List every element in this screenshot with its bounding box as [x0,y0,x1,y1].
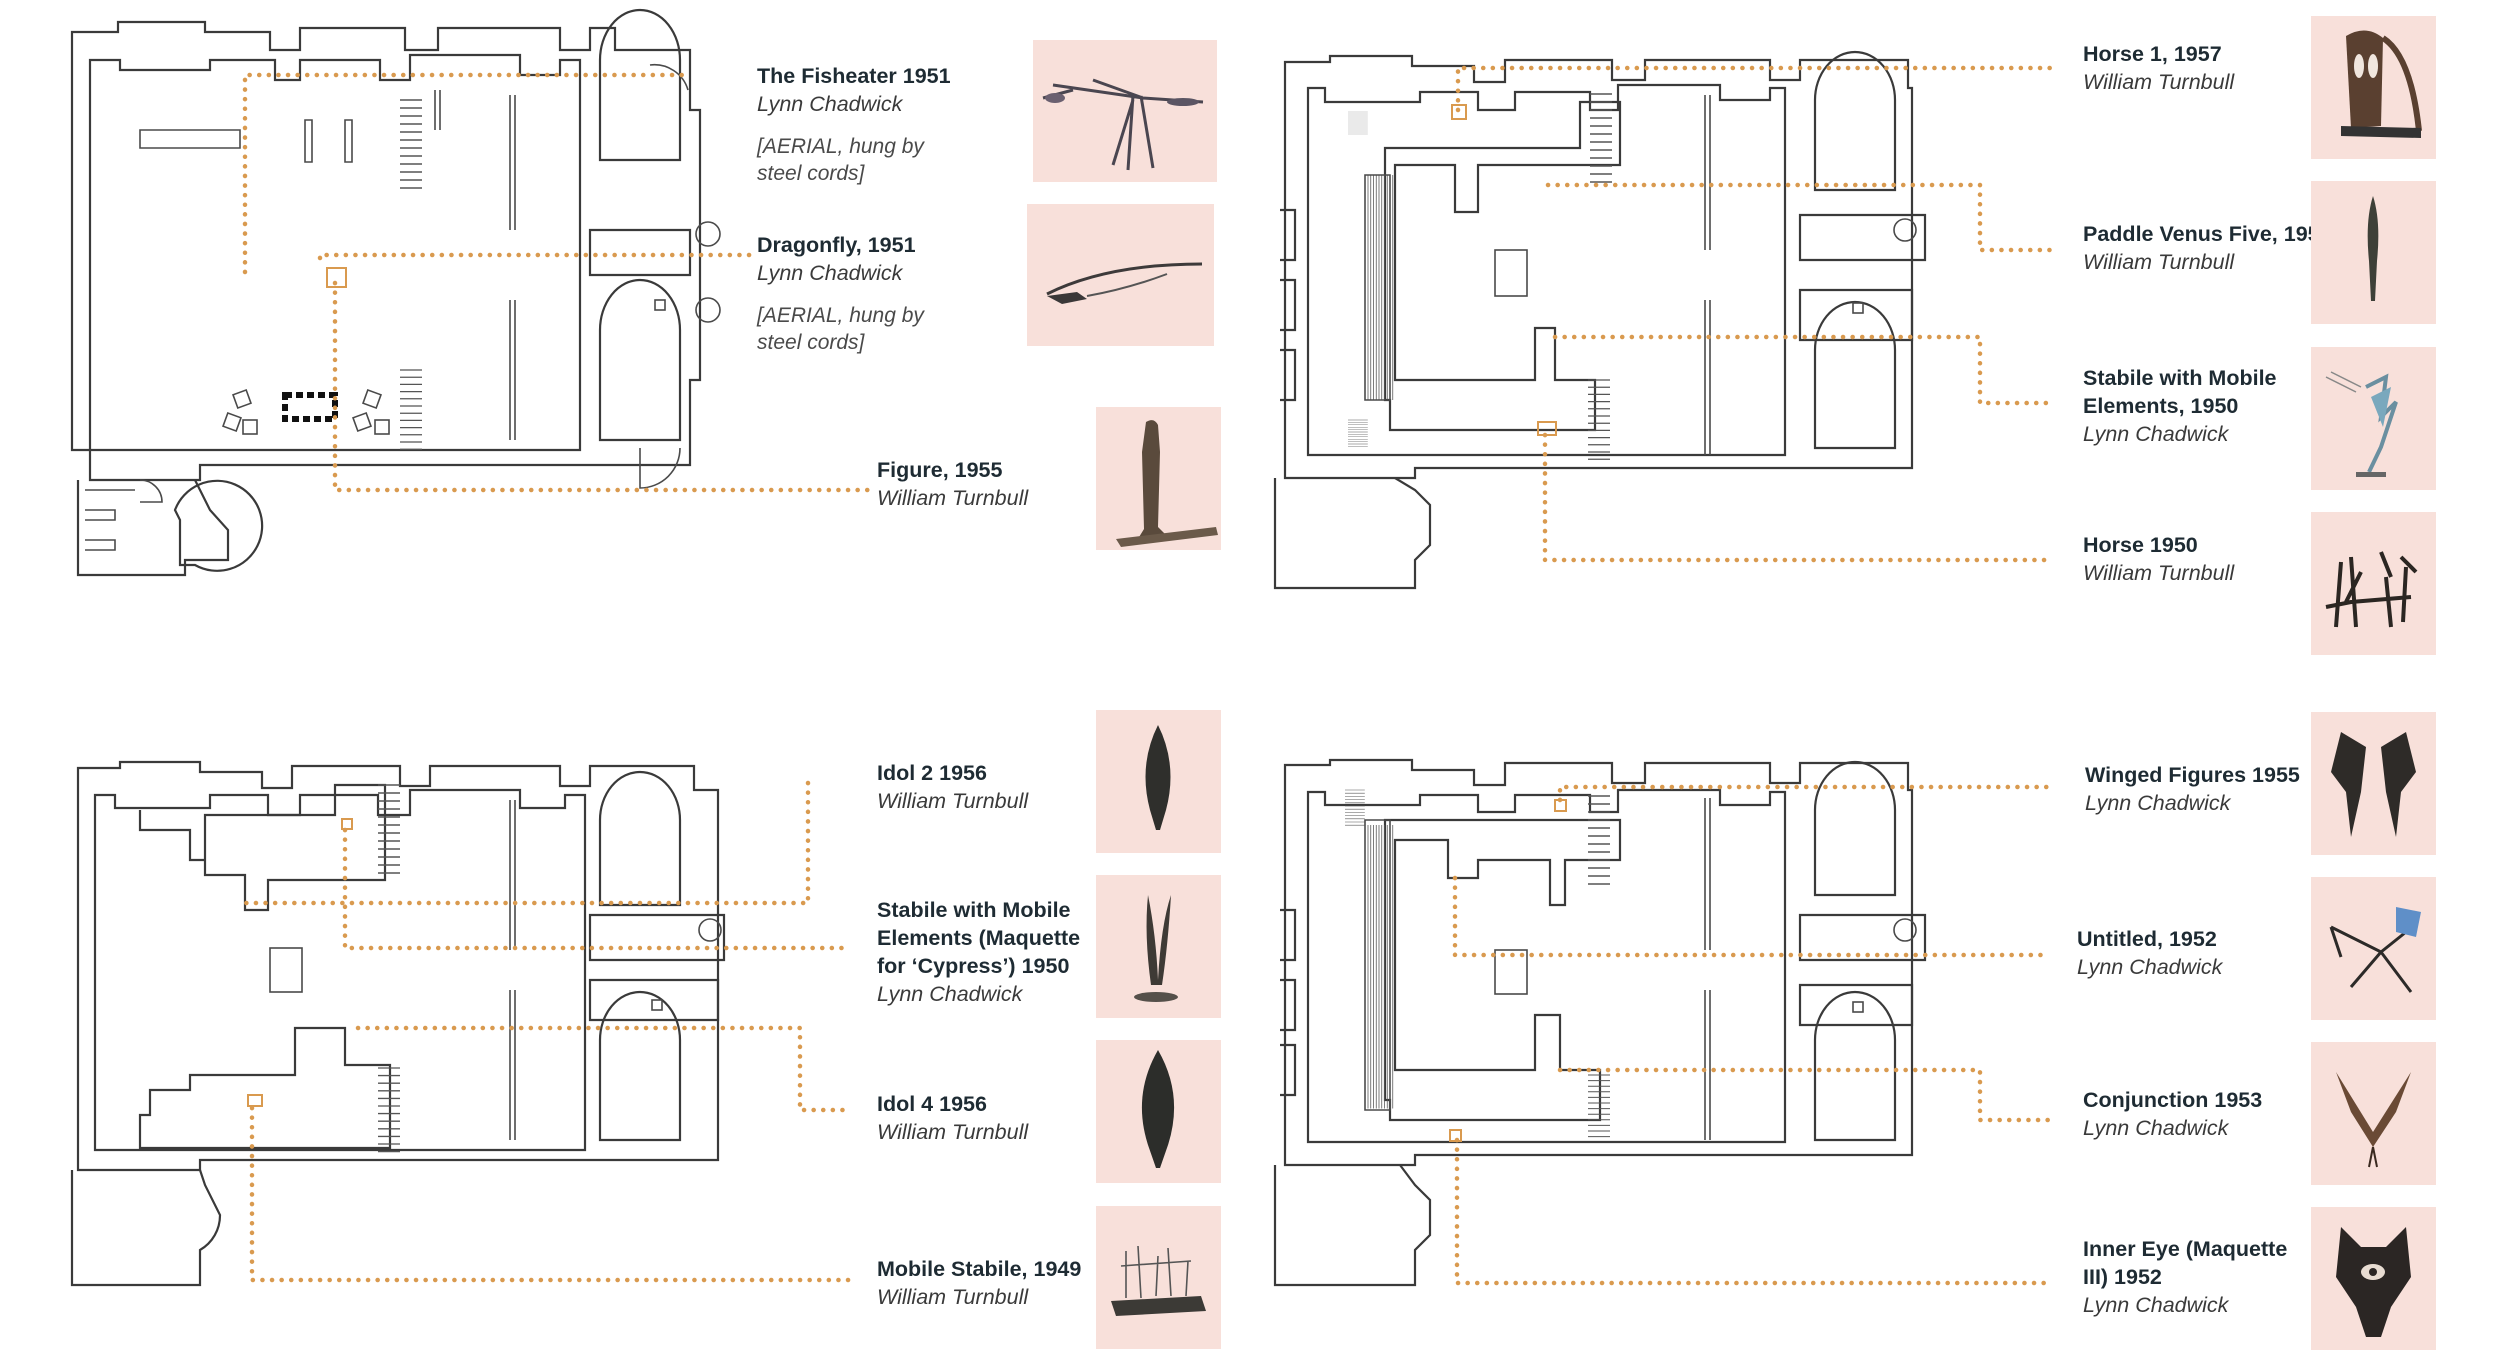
artwork-title: Stabile with Mobile Elements (Maquette f… [877,898,1081,978]
sculpture-thumbnail [1096,710,1221,853]
artwork-title: Paddle Venus Five, 1950 [2083,222,2332,246]
artwork-artist: William Turnbull [877,1119,1029,1144]
idol-4-sculpture-icon [1141,1050,1175,1168]
artwork-artist: Lynn Chadwick [757,260,903,285]
artwork-label: Dragonfly, 1951 Lynn Chadwick [AERIAL, h… [757,232,942,356]
artwork-title: Figure, 1955 [877,458,1003,482]
sculpture-thumbnail [1027,204,1214,346]
artwork-title: Conjunction 1953 [2083,1088,2263,1112]
artwork-artist: William Turnbull [877,1284,1029,1309]
untitled-1952-sculpture-icon [2329,907,2421,993]
artwork-label: Horse 1, 1957 William Turnbull [2083,41,2234,97]
artwork-artist: William Turnbull [2083,249,2235,274]
artwork-title: Stabile with Mobile Elements, 1950 [2083,366,2277,418]
dragonfly-sculpture-icon [1046,262,1203,304]
artwork-title: The Fisheater 1951 [757,64,951,88]
sculpture-thumbnail [2311,712,2436,855]
conjunction-sculpture-icon [2336,1072,2411,1168]
sculpture-thumbnail [1096,407,1221,550]
artwork-label: Stabile with Mobile Elements, 1950 Lynn … [2083,365,2353,449]
stabile-mobile-sculpture-icon [2325,371,2398,477]
winged-figures-sculpture-icon [2331,732,2416,837]
artwork-label: Inner Eye (Maquette III) 1952 Lynn Chadw… [2083,1236,2313,1320]
artwork-artist: William Turnbull [877,485,1029,510]
artwork-artist: William Turnbull [2083,69,2235,94]
artwork-artist: Lynn Chadwick [2077,954,2223,979]
artwork-label: Horse 1950 William Turnbull [2083,532,2234,588]
artwork-title: Winged Figures 1955 [2085,763,2300,787]
sculpture-thumbnail [2311,16,2436,159]
horse-sculpture-icon [2341,30,2422,138]
mobile-stabile-sculpture-icon [1111,1245,1206,1316]
sculpture-thumbnail [2311,181,2436,324]
artwork-label: Figure, 1955 William Turnbull [877,457,1028,513]
artwork-artist: Lynn Chadwick [757,91,903,116]
inner-eye-sculpture-icon [2336,1227,2411,1337]
artwork-label: Idol 4 1956 William Turnbull [877,1091,1028,1147]
artwork-label: Idol 2 1956 William Turnbull [877,760,1028,816]
plan-top-right [1273,50,2053,590]
figure-sculpture-icon [1116,420,1218,547]
artwork-title: Dragonfly, 1951 [757,233,916,257]
artwork-title: Horse 1, 1957 [2083,42,2222,66]
horse-1950-sculpture-icon [2325,551,2418,628]
artwork-label: Mobile Stabile, 1949 William Turnbull [877,1256,1081,1312]
artwork-label: Winged Figures 1955 Lynn Chadwick [2085,762,2300,818]
artwork-artist: Lynn Chadwick [2083,421,2229,446]
sculpture-thumbnail [2311,1042,2436,1185]
artwork-artist: Lynn Chadwick [2085,790,2231,815]
sculpture-thumbnail [1096,875,1221,1018]
artwork-label: Conjunction 1953 Lynn Chadwick [2083,1087,2262,1143]
sculpture-thumbnail [1033,40,1217,182]
artwork-label: Stabile with Mobile Elements (Maquette f… [877,897,1092,1009]
artwork-label: The Fisheater 1951 Lynn Chadwick [AERIAL… [757,63,951,187]
artwork-title: Mobile Stabile, 1949 [877,1257,1082,1281]
artwork-title: Idol 4 1956 [877,1092,987,1116]
artwork-artist: William Turnbull [877,788,1029,813]
plan-top-left [70,8,873,577]
plan-bottom-left [70,760,853,1287]
artwork-label: Untitled, 1952 Lynn Chadwick [2077,926,2222,982]
artwork-title: Horse 1950 [2083,533,2198,557]
artwork-artist: Lynn Chadwick [2083,1115,2229,1140]
sculpture-thumbnail [2311,347,2436,490]
artwork-title: Untitled, 1952 [2077,927,2217,951]
artwork-artist: Lynn Chadwick [877,981,1023,1006]
artwork-note: [AERIAL, hung by steel cords] [757,303,924,355]
cypress-maquette-sculpture-icon [1134,895,1178,1002]
sculpture-thumbnail [2311,1207,2436,1350]
artwork-title: Inner Eye (Maquette III) 1952 [2083,1237,2288,1289]
artwork-artist: Lynn Chadwick [2083,1292,2229,1317]
sculpture-thumbnail [1096,1040,1221,1183]
plan-bottom-right [1273,758,2053,1287]
artwork-note: [AERIAL, hung by steel cords] [757,134,924,186]
artwork-artist: William Turnbull [2083,560,2235,585]
idol-2-sculpture-icon [1145,725,1171,830]
sculpture-thumbnail [1096,1206,1221,1349]
sculpture-thumbnail [2311,512,2436,655]
sculpture-thumbnail [2311,877,2436,1020]
artwork-title: Idol 2 1956 [877,761,987,785]
artwork-label: Paddle Venus Five, 1950 William Turnbull [2083,221,2332,277]
paddle-venus-sculpture-icon [2367,196,2379,301]
fisheater-sculpture-icon [1042,78,1204,171]
